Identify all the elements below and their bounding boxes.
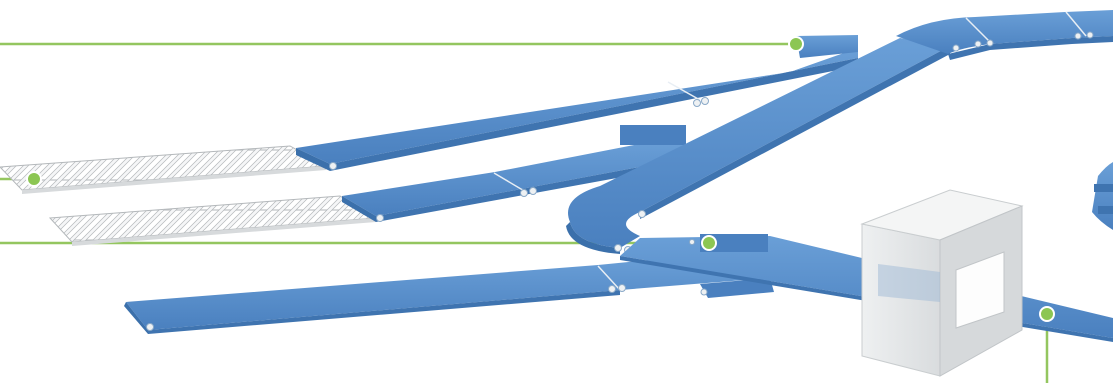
roller-conveyor-upper bbox=[0, 145, 328, 194]
callout-middle-marker-icon[interactable] bbox=[701, 235, 717, 251]
callout-markers bbox=[26, 36, 1055, 322]
roller-conveyor-lower bbox=[48, 195, 378, 246]
conveyor-upper-straight bbox=[296, 48, 858, 171]
conveyor-top-stub bbox=[796, 35, 858, 58]
conveyor-curve-top bbox=[896, 10, 1113, 60]
callout-top-marker-icon[interactable] bbox=[788, 36, 804, 52]
callout-bottom-right-marker-icon[interactable] bbox=[1039, 306, 1055, 322]
callout-left-marker-icon[interactable] bbox=[26, 171, 42, 187]
scanner-tunnel bbox=[860, 189, 1024, 377]
conveyor-lower-straight bbox=[124, 256, 774, 334]
conveyor-middle-straight bbox=[342, 125, 688, 222]
conveyor-right-edge bbox=[1092, 162, 1113, 230]
